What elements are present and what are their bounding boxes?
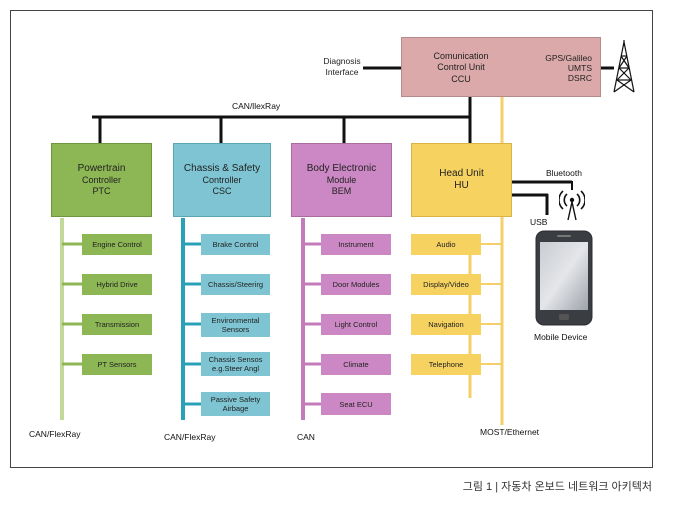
csc-item-environmental-sensors: Environmental Sensors	[201, 313, 270, 337]
ccu-umts-label: UMTS	[567, 63, 592, 74]
usb-label: USB	[530, 217, 548, 227]
ptc-title-line3: PTC	[92, 186, 111, 197]
bus-top-label: CAN/llexRay	[232, 101, 281, 111]
bem-title-line3: BEM	[331, 186, 352, 197]
bem-item-instrument: Instrument	[321, 234, 391, 255]
csc-item-brake-control: Brake Control	[201, 234, 270, 255]
bem-title-line1: Body Electronic	[306, 162, 377, 174]
hu-item-audio: Audio	[411, 234, 481, 255]
ptc-block: Powertrain Controller PTC	[51, 143, 152, 217]
ptc-title-line2: Controller	[81, 175, 121, 185]
ccu-block	[401, 37, 601, 97]
bem-item-seat-ecu: Seat ECU	[321, 393, 391, 415]
hu-block: Head Unit HU	[411, 143, 512, 217]
bem-bus-label: CAN	[297, 432, 315, 442]
ptc-item-hybrid-drive: Hybrid Drive	[82, 274, 152, 295]
diagnosis-label-line2: Interface	[325, 66, 359, 77]
wireless-signal-icon	[559, 190, 585, 221]
ccu-title-line1: Comunication	[433, 51, 489, 61]
csc-title-line1: Chassis & Safety	[183, 162, 261, 174]
hu-item-navigation: Navigation	[411, 314, 481, 335]
cell-tower-icon	[613, 40, 635, 93]
diagnosis-label-line1: Diagnosis	[323, 56, 361, 66]
bem-item-light-control: Light Control	[321, 314, 391, 335]
bem-block: Body Electronic Module BEM	[291, 143, 392, 217]
ccu-title-line2: Control Unit	[437, 62, 485, 73]
bluetooth-label: Bluetooth	[546, 168, 582, 178]
ccu-gps-label: GPS/Galileo	[545, 53, 592, 63]
ccu-dsrc-label: DSRC	[567, 73, 592, 84]
figure-caption: 그림 1 | 자동차 온보드 네트워크 아키텍처	[462, 481, 652, 493]
csc-title-line2: Controller	[202, 175, 242, 185]
ccu-title-line3: CCU	[451, 73, 471, 84]
bem-item-climate: Climate	[321, 354, 391, 375]
csc-bus-label: CAN/FlexRay	[164, 432, 216, 442]
bem-item-door-modules: Door Modules	[321, 274, 391, 295]
ptc-item-transmission: Transmission	[82, 314, 152, 335]
csc-item-passive-safety: Passive Safety Airbage	[201, 392, 270, 416]
csc-block: Chassis & Safety Controller CSC	[173, 143, 271, 217]
ptc-title-line1: Powertrain	[77, 162, 126, 174]
csc-item-chassis-sensors: Chassis Sensos e.g.Steer Angl	[201, 352, 270, 376]
hu-title-line2: HU	[454, 180, 469, 191]
mobile-phone-icon	[535, 230, 593, 326]
mobile-device-label: Mobile Device	[534, 332, 588, 342]
ptc-item-engine-control: Engine Control	[82, 234, 152, 255]
hu-title-line1: Head Unit	[439, 167, 484, 179]
bem-title-line2: Module	[326, 175, 357, 185]
csc-title-line3: CSC	[212, 186, 232, 197]
hu-item-telephone: Telephone	[411, 354, 481, 375]
csc-item-chassis-steering: Chassis/Steerirg	[201, 274, 270, 295]
hu-bus-label: MOST/Ethernet	[480, 427, 540, 437]
ptc-bus-label: CAN/FlexRay	[29, 429, 81, 439]
hu-item-display-video: Display/Video	[411, 274, 481, 295]
ptc-item-pt-sensors: PT Sensors	[82, 354, 152, 375]
